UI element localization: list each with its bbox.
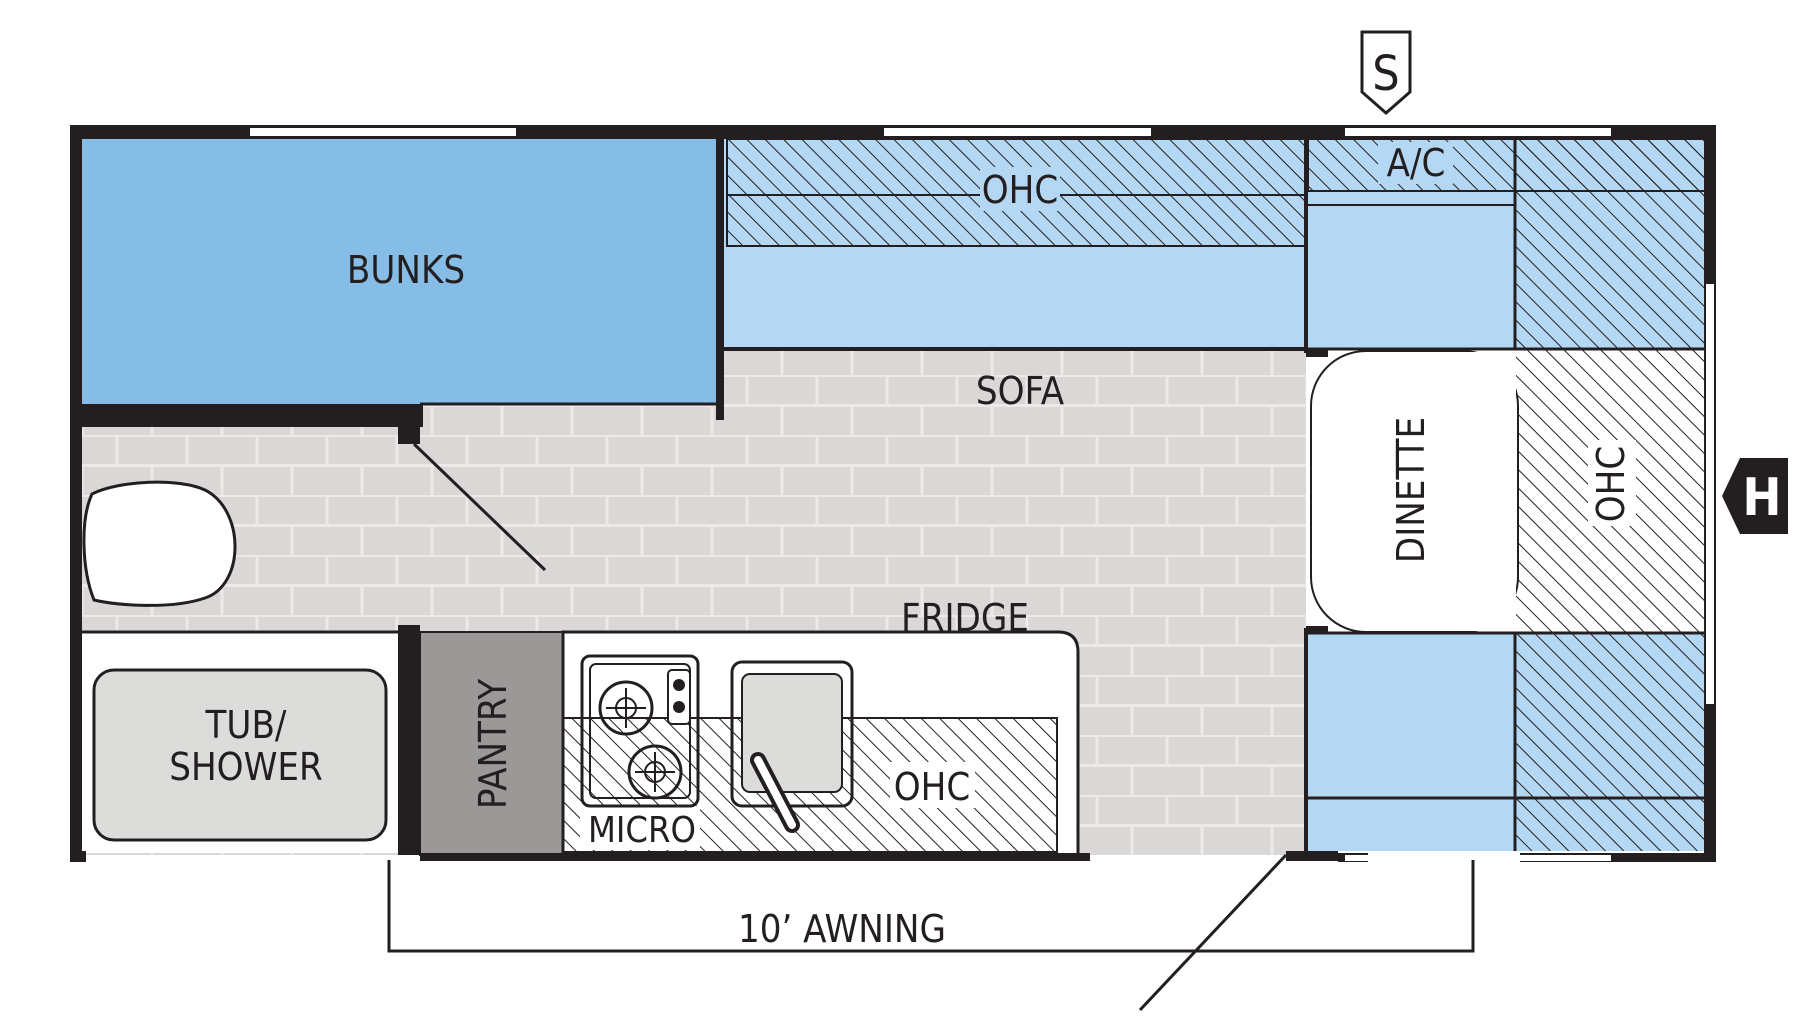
tub-shower-label-line1: TUB/ <box>205 703 287 747</box>
ohc-front-label: OHC <box>1589 446 1633 523</box>
tub-shower <box>92 668 388 842</box>
bath-wall <box>398 625 420 855</box>
pantry-label: PANTRY <box>471 679 515 809</box>
fridge-label: FRIDGE <box>901 596 1029 640</box>
front-wall-stub-bottom <box>1306 626 1328 634</box>
ohc-kitchen-label-bg <box>890 762 975 808</box>
front-wall-lower-left <box>1286 851 1338 861</box>
dinette-table-flatten <box>1460 352 1516 631</box>
sewer-marker-icon: S <box>1360 30 1412 115</box>
stove-icon <box>580 654 700 808</box>
ohc-top-label: OHC <box>982 168 1059 212</box>
micro-label: MICRO <box>588 810 696 851</box>
bunks-bottom-wall <box>78 404 423 427</box>
toilet-icon <box>82 480 237 607</box>
ohc-kitchen-label: OHC <box>894 765 971 809</box>
bathroom-door-swing <box>412 442 547 572</box>
ac-label-bg <box>1378 142 1453 184</box>
sewer-marker-letter: S <box>1372 46 1399 102</box>
windows <box>250 128 1714 861</box>
front-wall-stub-top <box>1306 349 1328 357</box>
ac-label: A/C <box>1387 141 1446 185</box>
bunks-bottom-wall-end <box>398 404 420 444</box>
pantry <box>419 631 564 856</box>
bunks-label: BUNKS <box>347 248 465 292</box>
bunks-area <box>80 139 716 404</box>
entry-door-swing <box>1138 853 1288 1012</box>
ac-area <box>1307 138 1711 192</box>
bunks-right-wall <box>716 139 724 420</box>
ohc-front-bottom-right-hatch <box>1515 633 1710 851</box>
awning-label: 10’ AWNING <box>738 907 946 951</box>
sofa-label: SOFA <box>976 369 1065 413</box>
awning-outline <box>387 860 1475 953</box>
dinette-label: DINETTE <box>1389 417 1433 563</box>
sink-icon <box>730 660 854 833</box>
ohc-top-label-bg <box>980 167 1060 211</box>
micro-label-bg <box>580 806 700 850</box>
dinette-seat-bottom <box>1308 633 1515 851</box>
hitch-marker-icon: H <box>1722 458 1788 534</box>
tub-shower-label-line2: SHOWER <box>169 745 322 789</box>
ohc-front-label-bg <box>1588 440 1636 526</box>
kitchen-baseline <box>420 853 1090 861</box>
hitch-marker-letter: H <box>1742 468 1781 528</box>
